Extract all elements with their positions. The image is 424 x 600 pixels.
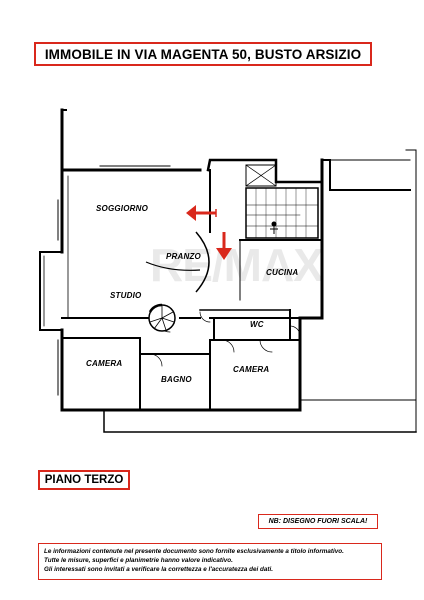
watermark-logo: RE/MAX bbox=[150, 239, 324, 291]
spiral-staircase-icon bbox=[148, 303, 176, 332]
disclaimer-line: Le informazioni contenute nel presente d… bbox=[44, 548, 344, 555]
staircase-icon bbox=[270, 221, 278, 234]
room-camera-left-label: CAMERA bbox=[86, 359, 123, 368]
room-studio-label: STUDIO bbox=[110, 291, 142, 300]
room-soggiorno-label: SOGGIORNO bbox=[96, 204, 149, 213]
stair-arrow-icon bbox=[216, 232, 232, 260]
page-title: IMMOBILE IN VIA MAGENTA 50, BUSTO ARSIZI… bbox=[34, 42, 372, 66]
room-cucina-label: CUCINA bbox=[266, 268, 299, 277]
scale-note: NB: DISEGNO FUORI SCALA! bbox=[258, 514, 378, 529]
room-camera-right-label: CAMERA bbox=[233, 365, 270, 374]
entrance-arrow-icon bbox=[186, 205, 217, 221]
disclaimer-line: Tutte le misure, superfici e planimetrie… bbox=[44, 557, 233, 564]
room-pranzo-label: PRANZO bbox=[166, 252, 201, 261]
disclaimer-line: Gli interessati sono invitati a verifica… bbox=[44, 566, 273, 573]
floor-label: PIANO TERZO bbox=[38, 470, 130, 490]
room-wc-label: WC bbox=[250, 320, 264, 329]
room-bagno-label: BAGNO bbox=[161, 375, 192, 384]
disclaimer-box: Le informazioni contenute nel presente d… bbox=[38, 543, 382, 580]
